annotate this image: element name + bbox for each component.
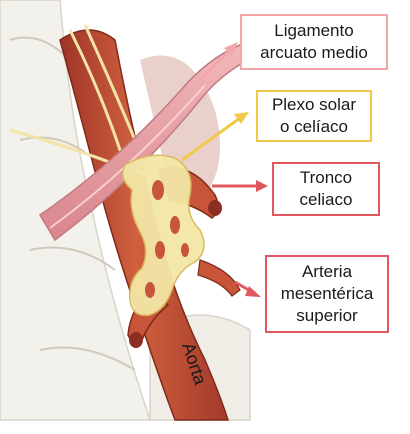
celiac-trunk-arrow [212,180,268,192]
label-line: celiaco [299,190,353,209]
label-superior-mesenteric-artery: Arteria mesentérica superior [265,255,389,333]
sma-arrow [234,280,261,297]
label-line: o celíaco [279,117,349,136]
label-line: Ligamento [274,21,354,40]
plexus-openings [145,180,189,298]
label-line: Plexo solar [271,95,357,114]
label-line: arcuato medio [260,43,368,62]
label-line: superior [296,306,358,325]
celiac-plexus [121,154,205,317]
label-median-arcuate-ligament: Ligamento arcuato medio [240,14,388,70]
label-celiac-trunk: Tronco celiaco [272,162,380,216]
label-celiac-plexus: Plexo solar o celíaco [256,90,372,142]
label-line: Arteria [301,262,353,281]
label-line: Tronco [299,168,353,187]
plexus-arrow [181,112,249,162]
ligament-arrow [198,42,238,82]
label-line: mesentérica [280,284,374,303]
